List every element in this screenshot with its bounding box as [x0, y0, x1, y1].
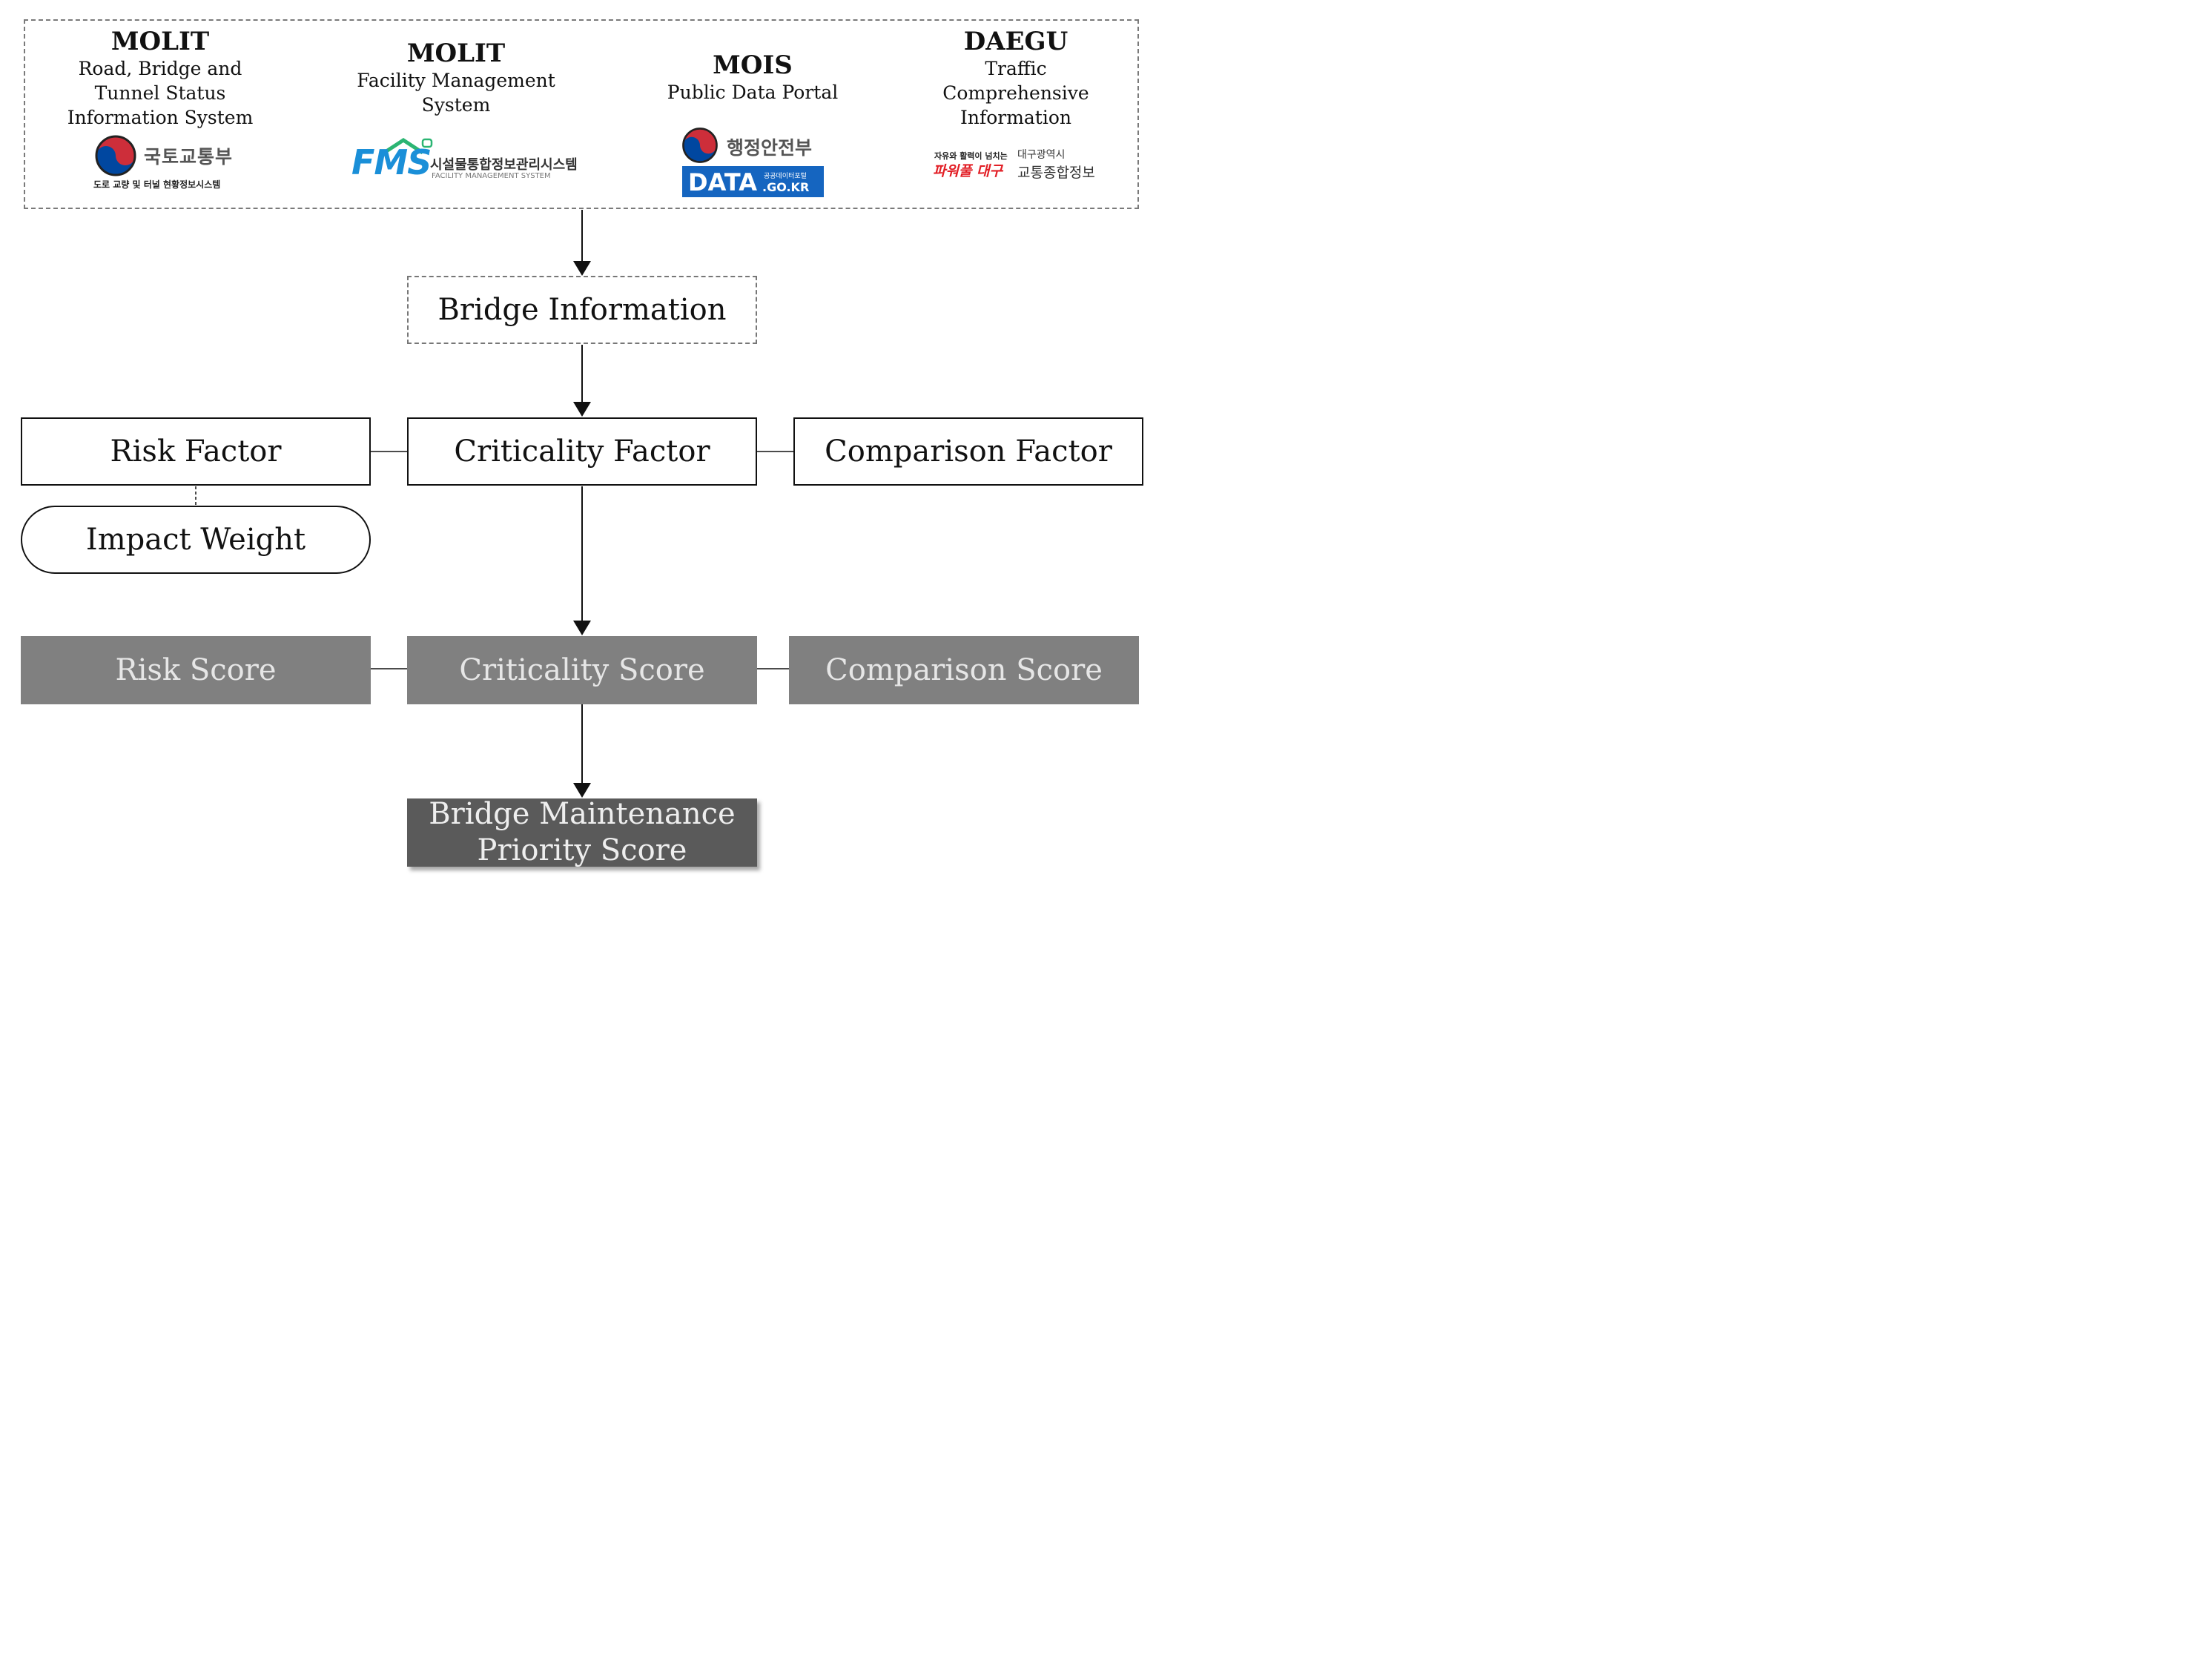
source-title: MOLIT — [110, 27, 210, 56]
source-mois: MOIS Public Data Portal — [660, 50, 845, 105]
taegeuk-icon — [682, 128, 718, 163]
source-molit-fms: MOLIT Facility Management System — [349, 39, 564, 117]
source-line: Tunnel Status — [94, 82, 226, 104]
comparison-score-node: Comparison Score — [789, 636, 1139, 704]
source-title: MOIS — [713, 50, 793, 80]
data-sources-box — [24, 19, 1139, 209]
bridge-information-node: Bridge Information — [407, 276, 757, 344]
logo-sub-en-text: FACILITY MANAGEMENT SYSTEM — [432, 172, 551, 180]
fms-logo: FMS 시설물통합정보관리시스템 FACILITY MANAGEMENT SYS… — [351, 138, 578, 185]
priority-score-line: Bridge Maintenance — [429, 797, 736, 831]
mois-logo: 행정안전부 DATA 공공데이터포털 .GO.KR — [681, 126, 829, 200]
priority-score-node: Bridge Maintenance Priority Score — [407, 797, 757, 867]
source-line: Information — [960, 107, 1072, 128]
priority-score-line: Priority Score — [477, 833, 687, 867]
logo-sub-text: 시설물통합정보관리시스템 — [430, 157, 578, 173]
source-title: MOLIT — [406, 39, 506, 68]
molit-logo: 국토교통부 도로 교량 및 터널 현황정보시스템 — [93, 133, 242, 193]
source-molit-bridge: MOLIT Road, Bridge and Tunnel Status Inf… — [67, 27, 254, 130]
source-line: Information System — [67, 107, 254, 128]
connector-lines — [195, 210, 793, 798]
logo-city-text: 대구광역시 — [1017, 149, 1066, 161]
logo-main-text: FMS — [351, 142, 432, 182]
taegeuk-icon — [95, 135, 136, 176]
source-line: Traffic — [985, 58, 1047, 79]
source-line: Comprehensive — [942, 82, 1089, 104]
risk-score-node: Risk Score — [21, 636, 371, 704]
criticality-factor-node: Criticality Factor — [407, 417, 757, 486]
logo-slogan-text: 자유와 활력이 넘치는 — [934, 151, 1008, 161]
criticality-score-node: Criticality Score — [407, 636, 757, 704]
logo-portal-text: 공공데이터포털 — [764, 173, 807, 180]
source-title: DAEGU — [963, 27, 1069, 56]
risk-factor-node: Risk Factor — [21, 417, 371, 486]
source-line: Road, Bridge and — [78, 58, 242, 79]
logo-data-text: DATA — [688, 168, 757, 196]
source-line: System — [421, 94, 491, 116]
logo-gokr-text: .GO.KR — [762, 180, 810, 194]
house-roof-icon — [383, 138, 433, 154]
source-daegu: DAEGU Traffic Comprehensive Information — [927, 27, 1105, 130]
impact-weight-node: Impact Weight — [21, 506, 371, 574]
logo-sub-text: 도로 교량 및 터널 현황정보시스템 — [93, 179, 221, 190]
logo-name-text: 교통종합정보 — [1017, 165, 1095, 181]
source-line: Facility Management — [357, 70, 555, 91]
logo-main-text: 행정안전부 — [727, 137, 813, 159]
comparison-factor-node: Comparison Factor — [793, 417, 1143, 486]
data-go-kr-badge: DATA 공공데이터포털 .GO.KR — [682, 166, 824, 197]
source-line: Public Data Portal — [667, 82, 839, 103]
daegu-logo: 자유와 활력이 넘치는 대구광역시 파워풀 대구 교통종합정보 — [933, 147, 1103, 184]
logo-main-text: 국토교통부 — [144, 146, 234, 168]
logo-power-text: 파워풀 대구 — [933, 163, 1003, 179]
